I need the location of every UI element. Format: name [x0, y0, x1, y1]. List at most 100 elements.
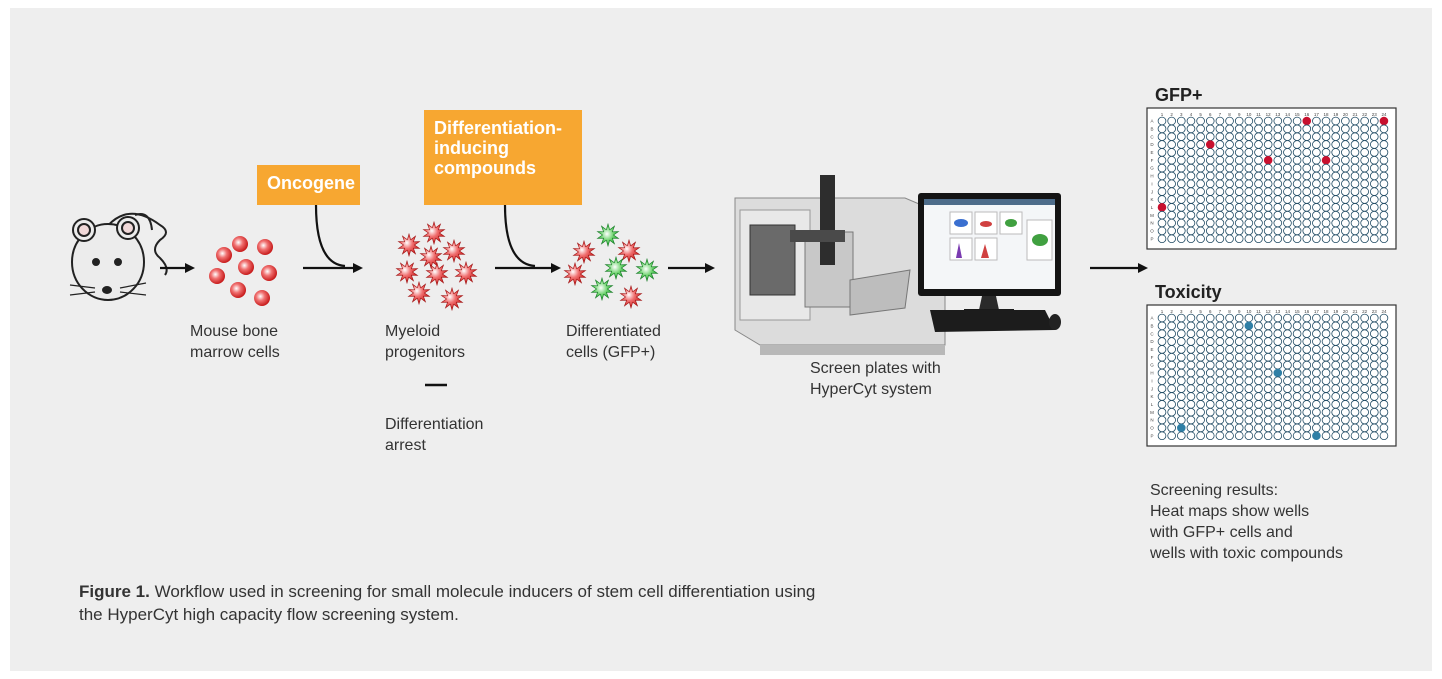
- well: [1205, 210, 1215, 220]
- well: [1321, 187, 1331, 196]
- well: [1205, 179, 1215, 189]
- well: [1234, 384, 1244, 393]
- well: [1254, 360, 1263, 370]
- well: [1196, 352, 1205, 362]
- well: [1205, 203, 1215, 212]
- well: [1321, 195, 1331, 204]
- well: [1350, 376, 1360, 386]
- well: [1273, 140, 1283, 149]
- well: [1167, 163, 1176, 173]
- well: [1225, 368, 1234, 378]
- well: [1379, 226, 1389, 236]
- plate-row-label: F: [1151, 158, 1154, 163]
- plate-row-label: D: [1150, 142, 1154, 147]
- well: [1244, 431, 1254, 441]
- well: [1244, 360, 1254, 370]
- well: [1244, 210, 1254, 220]
- well: [1360, 226, 1369, 236]
- plate-column-label: 20: [1343, 309, 1349, 314]
- well: [1215, 423, 1225, 433]
- well: [1273, 179, 1283, 189]
- well: [1350, 423, 1360, 433]
- plate-column-label: 2: [1170, 112, 1173, 117]
- well: [1225, 210, 1234, 220]
- well: [1292, 376, 1302, 386]
- well: [1360, 140, 1369, 149]
- well: [1244, 187, 1254, 196]
- well: [1244, 179, 1254, 189]
- well: [1283, 407, 1292, 417]
- well: [1215, 218, 1225, 228]
- well: [1225, 352, 1234, 362]
- well: [1341, 400, 1350, 409]
- well: [1273, 148, 1283, 157]
- well: [1302, 329, 1312, 339]
- well: [1273, 329, 1283, 339]
- well: [1186, 360, 1196, 370]
- well: [1215, 337, 1225, 346]
- well: [1167, 329, 1176, 339]
- well: [1273, 431, 1283, 441]
- well: [1341, 313, 1350, 323]
- well: [1177, 148, 1186, 157]
- well: [1370, 400, 1379, 409]
- well: [1225, 179, 1234, 189]
- well: [1312, 210, 1321, 220]
- plate-column-label: 19: [1333, 309, 1339, 314]
- plate-row-label: K: [1150, 197, 1153, 202]
- computer-monitor-icon: [918, 193, 1061, 332]
- well: [1370, 155, 1379, 165]
- well: [1370, 337, 1379, 346]
- plate-column-label: 24: [1381, 309, 1387, 314]
- well: [1234, 392, 1244, 401]
- well: [1312, 132, 1321, 142]
- well: [1186, 163, 1196, 173]
- well: [1321, 218, 1331, 228]
- well: [1157, 407, 1167, 417]
- well: [1196, 132, 1205, 142]
- well: [1263, 431, 1273, 441]
- well: [1341, 415, 1350, 425]
- well: [1196, 218, 1205, 228]
- well: [1244, 148, 1254, 157]
- well: [1379, 234, 1389, 244]
- well: [1225, 140, 1234, 149]
- well: [1350, 140, 1360, 149]
- well: [1196, 116, 1205, 126]
- well: [1292, 226, 1302, 236]
- well: [1341, 431, 1350, 441]
- well: [1321, 203, 1331, 212]
- well: [1205, 148, 1215, 157]
- well: [1283, 329, 1292, 339]
- well: [1234, 407, 1244, 417]
- well: [1350, 195, 1360, 204]
- well: [1321, 116, 1331, 126]
- well: [1350, 345, 1360, 354]
- well: [1186, 226, 1196, 236]
- well: [1225, 376, 1234, 386]
- well: [1215, 116, 1225, 126]
- plate-row-label: E: [1150, 347, 1153, 352]
- well: [1196, 376, 1205, 386]
- well: [1350, 337, 1360, 346]
- well: [1205, 337, 1215, 346]
- well: [1215, 140, 1225, 149]
- well: [1263, 376, 1273, 386]
- well: [1205, 171, 1215, 181]
- well: [1254, 415, 1263, 425]
- well: [1254, 352, 1263, 362]
- well: [1302, 124, 1312, 134]
- well: [1321, 321, 1331, 331]
- well: [1350, 407, 1360, 417]
- well: [1196, 360, 1205, 370]
- plate-row-label: J: [1151, 189, 1153, 194]
- well: [1263, 163, 1273, 173]
- well: [1225, 407, 1234, 417]
- well: [1331, 234, 1340, 244]
- gfp-plate-title: GFP+: [1155, 85, 1203, 105]
- label-hypercyt: Screen plates with HyperCyt system: [810, 360, 941, 398]
- well: [1157, 423, 1167, 433]
- well: [1254, 148, 1263, 157]
- well: [1360, 337, 1369, 346]
- well: [1331, 400, 1340, 409]
